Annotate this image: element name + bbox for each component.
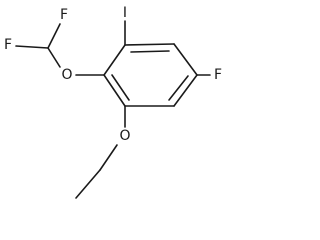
ring-bond-c5-c6 bbox=[103, 74, 126, 107]
bond-chf2-fluorine-left bbox=[15, 45, 49, 49]
bond-ch2-ch3 bbox=[75, 169, 101, 199]
bond-oxygen-bottom-ch2 bbox=[99, 144, 118, 171]
bond-layer bbox=[15, 20, 211, 199]
ring-bond-c1-c2 bbox=[124, 43, 175, 46]
atom-fluorine-top-label: F bbox=[57, 8, 71, 22]
bond-oxygen-top-chf2 bbox=[47, 47, 61, 68]
bond-chf2-fluorine-top bbox=[47, 23, 61, 49]
ring-double-bond-right bbox=[168, 75, 189, 101]
ring-bond-c6-c1 bbox=[103, 44, 126, 76]
atom-iodine-label: I bbox=[118, 6, 132, 20]
ring-bond-c2-c3 bbox=[173, 43, 198, 76]
atom-oxygen-bottom-label: O bbox=[118, 128, 132, 144]
ring-bond-c3-c4 bbox=[173, 74, 198, 107]
ring-double-bond-left bbox=[111, 74, 130, 101]
atom-fluorine-left-label: F bbox=[1, 38, 15, 52]
ring-double-bond-top bbox=[130, 50, 170, 53]
structure-canvas: I F F F O O bbox=[1, 6, 225, 199]
atom-fluorine-ring-label: F bbox=[211, 68, 225, 82]
atom-oxygen-top-label: O bbox=[60, 67, 74, 83]
